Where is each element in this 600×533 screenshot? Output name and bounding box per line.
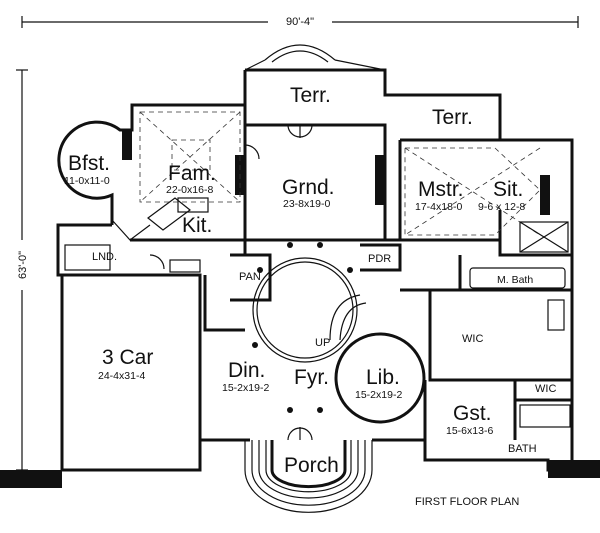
room-label-wic-2: WIC [535,383,556,395]
library-room [334,332,426,424]
room-label-master: Mstr. [418,178,464,201]
room-label-kitchen: Kit. [182,214,212,237]
guest-bath-fixtures [519,404,571,428]
room-size-dining: 15-2x19-2 [222,382,269,394]
room-label-master-bath: M. Bath [497,274,533,286]
room-label-breakfast: Bfst. [68,152,110,175]
overall-depth-dimension: 63'-0" [17,251,29,279]
room-size-sitting: 9-6 x 12-8 [478,201,525,213]
terrace-arc [264,44,336,61]
room-size-family: 22-0x16-8 [166,184,213,196]
room-size-grand: 23-8x19-0 [283,198,330,210]
room-label-garage: 3 Car [102,346,153,369]
room-label-library: Lib. [366,366,400,389]
room-label-foyer: Fyr. [294,366,329,389]
doors [149,124,313,441]
room-label-dining: Din. [228,359,265,382]
room-label-family: Fam. [168,162,216,185]
porch-steps [244,440,373,513]
room-label-guest: Gst. [453,402,492,425]
room-size-breakfast: 11-0x11-0 [64,175,110,187]
stair [329,294,361,341]
exterior-walls [56,68,574,472]
room-label-wic-1: WIC [462,333,483,345]
family-ceiling-lines [139,111,241,203]
room-label-powder: PDR [368,253,391,265]
room-label-porch: Porch [284,454,339,477]
room-size-master: 17-4x18-0 [415,201,462,213]
room-label-bath: BATH [508,443,537,455]
room-label-grand: Grnd. [282,176,335,199]
room-size-guest: 15-6x13-6 [446,425,493,437]
room-label-pantry: PAN [239,271,261,283]
room-label-sitting: Sit. [493,178,523,201]
stair-label-up: UP [315,337,330,349]
room-label-terrace-2: Terr. [432,106,473,129]
foyer-rotunda [252,242,358,413]
master-ceiling-lines [404,147,541,236]
kitchen-counters [64,197,209,273]
interior-walls [62,105,572,440]
room-size-library: 15-2x19-2 [355,389,402,401]
room-label-terrace-1: Terr. [290,84,331,107]
room-size-garage: 24-4x31-4 [98,370,145,382]
room-label-laundry: LND. [92,251,117,263]
master-bath-fixtures [469,221,569,331]
plan-caption: FIRST FLOOR PLAN [415,496,519,508]
overall-width-dimension: 90'-4" [286,16,314,28]
